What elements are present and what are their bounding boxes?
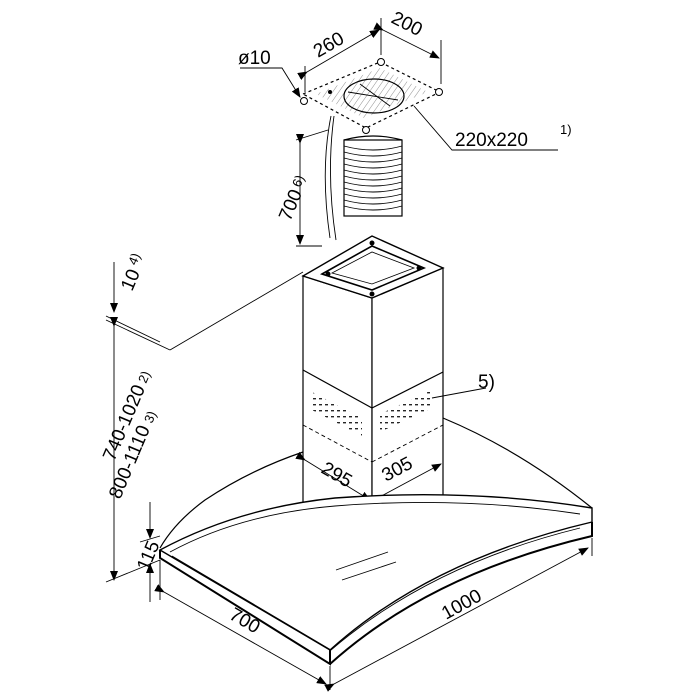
power-cable xyxy=(324,115,337,241)
duct-opening-note: 1) xyxy=(560,122,572,137)
height-range-a-note: 2) xyxy=(135,369,153,386)
ceiling-gap-note: 4) xyxy=(125,251,143,268)
bracket-hole xyxy=(435,88,443,96)
canopy-depth-label: 700 xyxy=(226,604,264,638)
flexible-duct xyxy=(343,135,403,217)
vent-slots-right xyxy=(380,390,432,432)
bracket-depth-label: 200 xyxy=(388,8,426,41)
duct-length-note: 6) xyxy=(289,173,307,190)
chimney-dimensions xyxy=(295,387,487,508)
duct-length-label: 700 xyxy=(275,187,307,224)
ceiling-gap-label: 10 xyxy=(117,266,145,294)
vent-slots-left xyxy=(312,392,362,436)
height-range-b-note: 3) xyxy=(141,409,159,426)
ceiling-bracket xyxy=(300,58,443,134)
bracket-width-label: 260 xyxy=(310,28,348,62)
bracket-hole xyxy=(300,97,308,105)
bracket-hole xyxy=(377,58,385,66)
bracket-hole xyxy=(362,126,370,134)
height-dimensions xyxy=(105,262,304,602)
duct-opening-label: 220x220 xyxy=(455,130,528,151)
hole-diameter-label: ø10 xyxy=(238,48,271,69)
vent-callout-label: 5) xyxy=(478,372,495,393)
duct-length-dimension xyxy=(295,129,329,247)
bracket-dimensions xyxy=(240,18,558,151)
canopy-width-label: 1000 xyxy=(438,586,485,625)
canopy-dimensions xyxy=(154,538,593,692)
